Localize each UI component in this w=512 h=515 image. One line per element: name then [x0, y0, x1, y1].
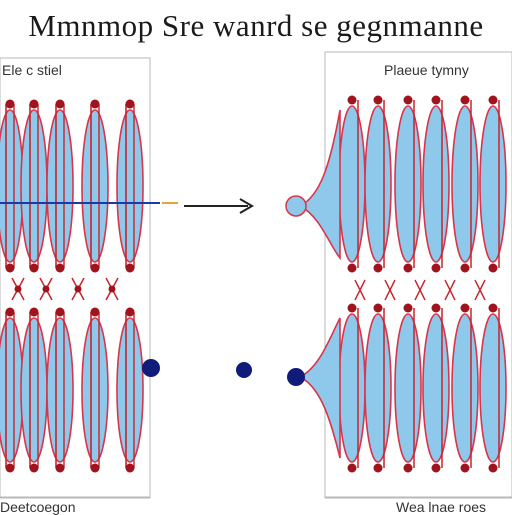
- junction-dot: [108, 285, 116, 293]
- node-dot: [403, 303, 413, 313]
- node-dot: [125, 307, 135, 317]
- node-dot: [347, 95, 357, 105]
- membrane-ellipse: [20, 317, 48, 463]
- node-dot: [29, 263, 39, 273]
- node-dot: [125, 99, 135, 109]
- node-dot: [347, 303, 357, 313]
- membrane-ellipse: [422, 313, 450, 463]
- node-dot: [431, 263, 441, 273]
- node-dot: [460, 263, 470, 273]
- node-dot: [90, 99, 100, 109]
- node-dot: [431, 95, 441, 105]
- membrane-ellipse: [20, 109, 48, 263]
- membrane-ellipse: [46, 109, 74, 263]
- junction-cross: [354, 279, 366, 301]
- node-dot: [403, 263, 413, 273]
- node-dot: [55, 463, 65, 473]
- node-dot: [90, 463, 100, 473]
- node-dot: [29, 463, 39, 473]
- junction-cross: [444, 279, 456, 301]
- node-dot: [347, 263, 357, 273]
- membrane-ellipse: [422, 105, 450, 263]
- node-dot: [488, 263, 498, 273]
- membrane-ellipse: [451, 105, 479, 263]
- right-panel-frame: [324, 51, 512, 499]
- membrane-ellipse: [364, 105, 392, 263]
- node-dot: [5, 99, 15, 109]
- membrane-ellipse: [451, 313, 479, 463]
- node-dot: [373, 95, 383, 105]
- membrane-ellipse: [394, 313, 422, 463]
- junction-cross: [474, 279, 486, 301]
- junction-dot: [74, 285, 82, 293]
- node-dot: [403, 95, 413, 105]
- transition-dot: [236, 362, 252, 378]
- node-dot: [488, 463, 498, 473]
- right-membrane-array: [298, 95, 507, 473]
- membrane-ellipse: [364, 313, 392, 463]
- node-dot: [373, 303, 383, 313]
- node-dot: [431, 303, 441, 313]
- node-dot: [29, 99, 39, 109]
- node-dot: [125, 463, 135, 473]
- diagram-title: Mmnmop Sre wanrd se gegnmanne: [28, 8, 484, 43]
- overlay-layer: [142, 195, 307, 386]
- node-dot: [347, 463, 357, 473]
- node-dot: [55, 307, 65, 317]
- left-panel-bottom-label: Deetcoegon: [0, 499, 76, 515]
- membrane-ellipse: [479, 105, 507, 263]
- transition-dot: [287, 368, 305, 386]
- left-membrane-array: [0, 99, 178, 473]
- right-arrow-head-icon: [239, 198, 254, 214]
- node-dot: [55, 99, 65, 109]
- membrane-ellipse: [46, 317, 74, 463]
- right-panel-bottom-label: Wea lnae roes: [396, 499, 487, 515]
- node-dot: [125, 263, 135, 273]
- transition-dot: [142, 359, 160, 377]
- node-dot: [373, 263, 383, 273]
- junction-cross: [384, 279, 396, 301]
- node-dot: [5, 463, 15, 473]
- node-dot: [29, 307, 39, 317]
- node-dot: [55, 263, 65, 273]
- membrane-ellipse: [0, 109, 24, 263]
- node-dot: [5, 263, 15, 273]
- right-panel-label: Plaeue tymny: [384, 62, 469, 78]
- node-dot: [488, 95, 498, 105]
- membrane-ellipse: [479, 313, 507, 463]
- node-dot: [460, 95, 470, 105]
- membrane-ellipse: [0, 317, 24, 463]
- node-dot: [373, 463, 383, 473]
- node-dot: [90, 307, 100, 317]
- membrane-ellipse: [116, 109, 144, 263]
- membrane-ellipse: [338, 313, 366, 463]
- left-panel-frame: [0, 57, 151, 499]
- left-panel-label: Ele c stiel: [2, 62, 62, 78]
- vesicle-dot: [285, 195, 307, 217]
- junction-dot: [42, 285, 50, 293]
- junction-cross: [414, 279, 426, 301]
- membrane-ellipse: [81, 109, 109, 263]
- node-dot: [90, 263, 100, 273]
- membrane-ellipse: [116, 317, 144, 463]
- membrane-ellipse: [81, 317, 109, 463]
- junction-dot: [14, 285, 22, 293]
- node-dot: [5, 307, 15, 317]
- node-dot: [460, 463, 470, 473]
- membrane-ellipse: [338, 105, 366, 263]
- node-dot: [431, 463, 441, 473]
- fusion-flare: [298, 317, 341, 459]
- node-dot: [460, 303, 470, 313]
- node-dot: [488, 303, 498, 313]
- fusion-flare: [298, 109, 341, 261]
- membrane-ellipse: [394, 105, 422, 263]
- node-dot: [403, 463, 413, 473]
